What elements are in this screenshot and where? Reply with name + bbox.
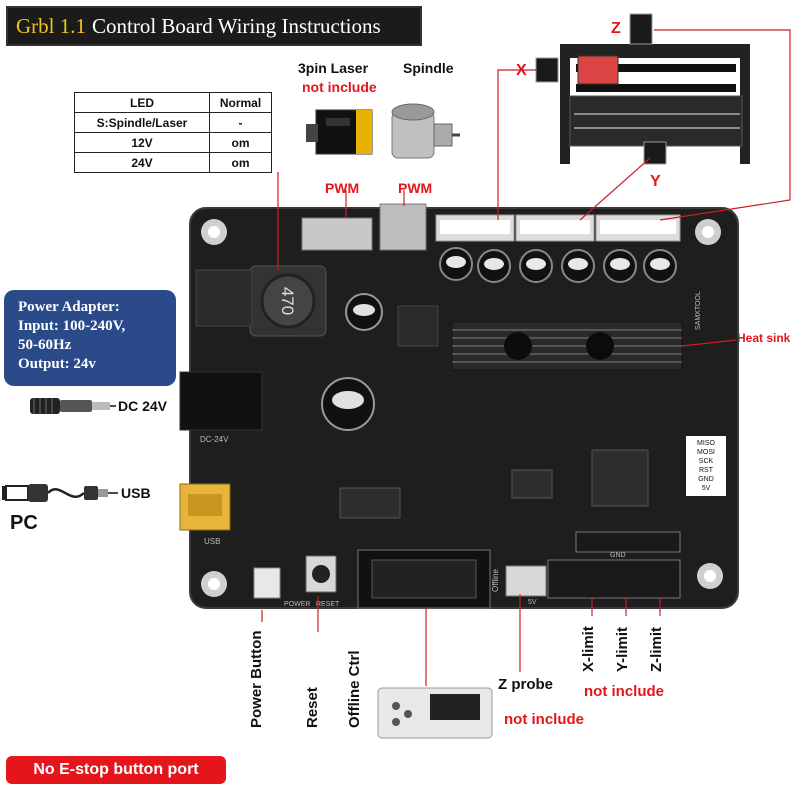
table-row: S:Spindle/Laser - xyxy=(74,112,272,133)
title-text: Control Board Wiring Instructions xyxy=(92,13,381,38)
spindle-label: Spindle xyxy=(403,60,454,76)
heat-sink-icon xyxy=(451,321,683,371)
limit-header-icon xyxy=(547,559,681,599)
power-switch-icon xyxy=(253,567,281,599)
laser-port-icon xyxy=(301,217,373,251)
z-probe-label: Z probe xyxy=(498,676,553,693)
silk-offline: Offline xyxy=(491,568,500,592)
power-adapter-line: 50-60Hz xyxy=(18,337,72,353)
title-accent: Grbl 1.1 xyxy=(16,13,86,38)
dc-plug-icon xyxy=(30,398,116,414)
silk-reset: RESET xyxy=(316,601,340,608)
axis-z-label: Z xyxy=(611,20,621,37)
chip-icon xyxy=(511,469,553,499)
title-bar: Grbl 1.1 Control Board Wiring Instructio… xyxy=(6,6,422,46)
heat-sink-label: Heat sink xyxy=(737,331,791,345)
power-adapter-line: Power Adapter: xyxy=(18,299,120,315)
mounting-hole-icon xyxy=(201,219,723,597)
z-probe-note: not include xyxy=(504,711,584,728)
inductor-icon: 470 xyxy=(249,265,327,337)
laser-pwm-label: PWM xyxy=(325,180,360,196)
power-button-label: Power Button xyxy=(248,630,265,729)
table-row: 24V om xyxy=(74,152,272,173)
silk-spi: MOSI xyxy=(697,449,715,456)
motor-connector-icon xyxy=(435,214,681,242)
usb-tip-icon xyxy=(2,486,6,500)
usb-label: USB xyxy=(121,485,151,501)
laser-module-icon xyxy=(306,109,373,155)
table-cell: om xyxy=(209,152,272,173)
power-adapter-line: Output: 24v xyxy=(18,356,96,372)
dc-jack-icon xyxy=(179,371,263,431)
regulator-chip-icon xyxy=(195,269,253,327)
silk-dc: DC-24V xyxy=(200,435,229,444)
silk-spi: GND xyxy=(698,476,714,483)
axis-y-label: Y xyxy=(650,173,661,190)
regulator-chip-icon xyxy=(397,305,439,347)
chip-icon xyxy=(339,487,401,519)
table-header-cell: Normal xyxy=(209,92,272,113)
offline-ctrl-label: Offline Ctrl xyxy=(346,650,363,729)
leader-lines xyxy=(261,29,791,686)
silk-spi: SCK xyxy=(699,458,714,465)
spindle-motor-icon xyxy=(391,103,460,159)
cnc-machine-icon xyxy=(535,13,750,165)
laser-note: not include xyxy=(302,79,377,95)
inductor-value: 470 xyxy=(278,287,297,315)
table-cell: S:Spindle/Laser xyxy=(74,112,210,133)
usb-cable-icon xyxy=(5,484,118,502)
z-limit-label: Z-limit xyxy=(648,627,665,672)
microcontroller-icon xyxy=(591,449,649,507)
reset-label: Reset xyxy=(304,687,321,728)
dc-label: DC 24V xyxy=(118,398,168,414)
silk-spi: MISO xyxy=(697,440,715,447)
power-adapter-line: Input: 100-240V, xyxy=(18,318,126,334)
pc-label: PC xyxy=(10,512,38,534)
silk-5v: 5V xyxy=(528,599,537,606)
z-probe-connector-icon xyxy=(505,565,547,597)
silk-usb: USB xyxy=(204,537,220,546)
limits-note: not include xyxy=(584,683,664,700)
no-estop-banner: No E-stop button port xyxy=(6,756,226,784)
offline-controller-icon xyxy=(377,687,493,739)
laser-label: 3pin Laser xyxy=(298,60,369,76)
silk-power: POWER xyxy=(284,601,310,608)
silk-brand: SAMXTOOL xyxy=(695,291,702,330)
spindle-pwm-label: PWM xyxy=(398,180,433,196)
x-limit-label: X-limit xyxy=(580,626,597,672)
y-limit-label: Y-limit xyxy=(614,626,631,672)
power-adapter-box: Power Adapter: Input: 100-240V, 50-60Hz … xyxy=(4,290,176,386)
spindle-port-icon xyxy=(379,203,427,251)
silk-spi: 5V xyxy=(702,485,711,492)
silk-spi: RST xyxy=(699,467,714,474)
table-cell: 24V xyxy=(74,152,210,173)
capacitor-icon xyxy=(439,247,677,283)
silk-gnd: GND xyxy=(610,552,626,559)
led-table: LED Normal S:Spindle/Laser - 12V om 24V … xyxy=(74,92,272,173)
